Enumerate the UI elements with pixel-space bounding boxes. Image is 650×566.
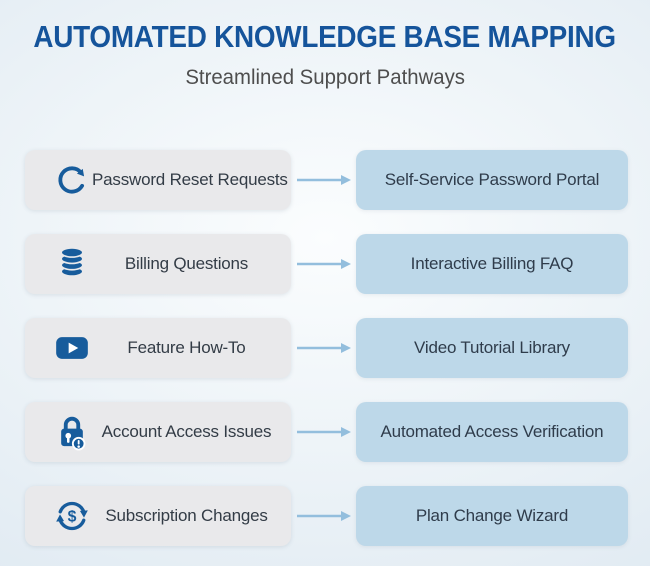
target-label: Self-Service Password Portal <box>384 170 600 189</box>
connector-arrow <box>291 508 356 524</box>
source-box-feature-howto: Feature How-To <box>25 318 291 378</box>
target-box-access-verification: Automated Access Verification <box>356 402 628 462</box>
play-icon <box>52 328 92 368</box>
source-label: Billing Questions <box>124 254 249 273</box>
target-label: Interactive Billing FAQ <box>410 254 574 273</box>
connector-arrow <box>291 256 356 272</box>
connector-arrow <box>291 424 356 440</box>
source-label: Subscription Changes <box>105 506 268 525</box>
source-box-password-reset: Password Reset Requests <box>25 150 291 210</box>
target-box-billing-faq: Interactive Billing FAQ <box>356 234 628 294</box>
page-subtitle: Streamlined Support Pathways <box>185 66 465 89</box>
connector-arrow <box>291 340 356 356</box>
connector-arrow <box>291 172 356 188</box>
mapping-row-billing: Billing Questions Interactive Billing FA… <box>25 234 628 294</box>
page-title: AUTOMATED KNOWLEDGE BASE MAPPING <box>33 19 617 54</box>
source-box-account-access: Account Access Issues <box>25 402 291 462</box>
source-box-subscription: $ Subscription Changes <box>25 486 291 546</box>
target-label: Video Tutorial Library <box>414 338 570 357</box>
svg-text:$: $ <box>68 508 77 525</box>
reset-icon <box>52 160 92 200</box>
target-box-password-portal: Self-Service Password Portal <box>356 150 628 210</box>
target-label: Automated Access Verification <box>380 422 604 441</box>
mapping-row-account-access: Account Access Issues Automated Access V… <box>25 402 628 462</box>
mapping-row-feature-howto: Feature How-To Video Tutorial Library <box>25 318 628 378</box>
lock-alert-icon <box>52 412 92 452</box>
mapping-rows: Password Reset Requests Self-Service Pas… <box>25 150 628 546</box>
sync-dollar-icon: $ <box>52 496 92 536</box>
source-label: Password Reset Requests <box>92 170 288 189</box>
database-icon <box>52 244 92 284</box>
source-label: Feature How-To <box>127 338 246 357</box>
mapping-row-subscription: $ Subscription Changes Plan Change Wizar… <box>25 486 628 546</box>
target-box-video-library: Video Tutorial Library <box>356 318 628 378</box>
target-label: Plan Change Wizard <box>415 506 569 525</box>
source-box-billing: Billing Questions <box>25 234 291 294</box>
source-label: Account Access Issues <box>101 422 272 441</box>
mapping-row-password-reset: Password Reset Requests Self-Service Pas… <box>25 150 628 210</box>
target-box-plan-change-wizard: Plan Change Wizard <box>356 486 628 546</box>
header: AUTOMATED KNOWLEDGE BASE MAPPING Streaml… <box>0 0 650 93</box>
